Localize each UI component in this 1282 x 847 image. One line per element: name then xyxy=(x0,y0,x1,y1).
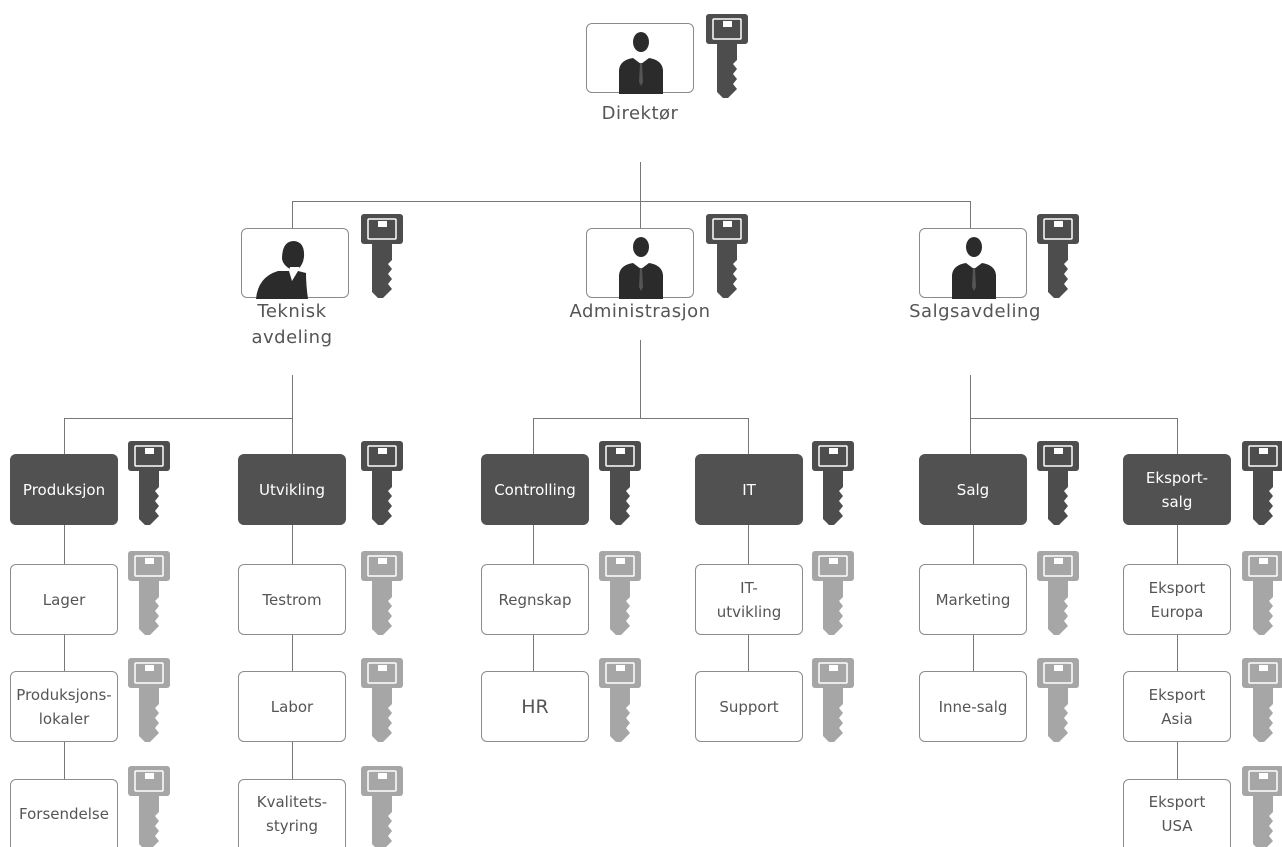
connector-line xyxy=(640,340,641,418)
key-icon xyxy=(1241,550,1282,635)
connector-line xyxy=(292,201,293,229)
unit-box: IT xyxy=(695,454,803,525)
connector-line xyxy=(533,418,749,419)
key-icon xyxy=(127,765,171,847)
key-icon xyxy=(1036,550,1080,635)
department-label: Administrasjon xyxy=(569,301,711,322)
subunit-box: IT- utvikling xyxy=(695,564,803,635)
key-icon xyxy=(598,550,642,635)
connector-line xyxy=(748,418,749,454)
key-icon xyxy=(1036,440,1080,525)
person-silhouette-icon xyxy=(952,237,996,299)
subunit-box: Eksport Europa xyxy=(1123,564,1231,635)
key-icon xyxy=(127,657,171,742)
unit-box: Utvikling xyxy=(238,454,346,525)
unit-box: Eksport- salg xyxy=(1123,454,1231,525)
key-icon xyxy=(811,440,855,525)
key-icon xyxy=(360,440,404,525)
key-icon xyxy=(705,13,749,98)
person-silhouette-icon xyxy=(256,241,308,299)
subunit-box: Labor xyxy=(238,671,346,742)
connector-line xyxy=(1177,418,1178,454)
subunit-box: Testrom xyxy=(238,564,346,635)
connector-line xyxy=(64,418,293,419)
department-label: Salgsavdeling xyxy=(909,301,1041,322)
key-icon xyxy=(1241,765,1282,847)
connector-line xyxy=(970,418,971,454)
key-icon xyxy=(1241,440,1282,525)
connector-line xyxy=(970,375,971,418)
unit-box: Salg xyxy=(919,454,1027,525)
director-photo xyxy=(586,23,694,94)
key-icon xyxy=(360,657,404,742)
subunit-box: Regnskap xyxy=(481,564,589,635)
subunit-box: Inne-salg xyxy=(919,671,1027,742)
key-icon xyxy=(1036,657,1080,742)
person-silhouette-icon xyxy=(619,32,663,94)
connector-line xyxy=(64,418,65,454)
unit-box: Controlling xyxy=(481,454,589,525)
key-icon xyxy=(811,550,855,635)
subunit-box: Marketing xyxy=(919,564,1027,635)
subunit-box: Support xyxy=(695,671,803,742)
subunit-box: Kvalitets- styring xyxy=(238,779,346,847)
subunit-box: Lager xyxy=(10,564,118,635)
key-icon xyxy=(360,765,404,847)
key-icon xyxy=(705,213,749,298)
department-photo xyxy=(241,228,349,299)
subunit-box: Forsendelse xyxy=(10,779,118,847)
key-icon xyxy=(1241,657,1282,742)
key-icon xyxy=(127,440,171,525)
key-icon xyxy=(360,550,404,635)
key-icon xyxy=(360,213,404,298)
key-icon xyxy=(811,657,855,742)
subunit-box: Produksjons- lokaler xyxy=(10,671,118,742)
connector-line xyxy=(64,525,65,779)
key-icon xyxy=(598,440,642,525)
connector-line xyxy=(292,375,293,418)
connector-line xyxy=(970,418,1178,419)
connector-line xyxy=(1177,525,1178,779)
department-label: Teknisk avdeling xyxy=(251,301,333,348)
key-icon xyxy=(1036,213,1080,298)
subunit-box: Eksport Asia xyxy=(1123,671,1231,742)
unit-box: Produksjon xyxy=(10,454,118,525)
connector-line xyxy=(640,162,641,202)
director-label: Direktør xyxy=(601,103,679,124)
connector-line xyxy=(292,525,293,779)
department-photo xyxy=(586,228,694,299)
connector-line xyxy=(640,201,641,229)
department-photo xyxy=(919,228,1027,299)
subunit-box: Eksport USA xyxy=(1123,779,1231,847)
connector-line xyxy=(292,418,293,454)
connector-line xyxy=(970,201,971,229)
subunit-box: HR xyxy=(481,671,589,742)
connector-line xyxy=(533,418,534,454)
connector-line xyxy=(292,201,970,202)
key-icon xyxy=(127,550,171,635)
key-icon xyxy=(598,657,642,742)
person-silhouette-icon xyxy=(619,237,663,299)
